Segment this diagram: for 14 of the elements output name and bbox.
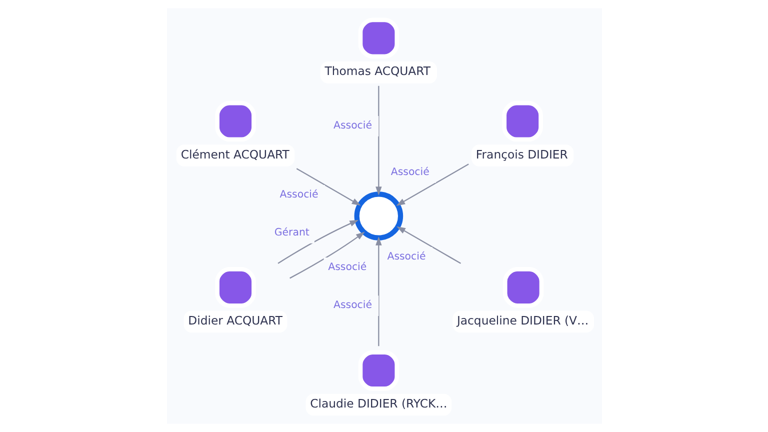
edge-label: Associé	[328, 262, 366, 274]
arrow	[396, 164, 468, 206]
edge-label: Associé	[332, 120, 372, 132]
edge-label: Associé	[390, 167, 429, 178]
arrow	[396, 226, 460, 264]
edge-label: Associé	[279, 190, 318, 201]
arrow	[375, 86, 382, 196]
edge-label: Gérant	[274, 227, 309, 238]
arrow	[296, 168, 360, 206]
edge-label: Associé	[332, 300, 372, 312]
arrow	[289, 232, 364, 279]
arrow	[277, 220, 358, 264]
arrow	[375, 236, 382, 346]
edge-label: Associé	[386, 252, 426, 263]
